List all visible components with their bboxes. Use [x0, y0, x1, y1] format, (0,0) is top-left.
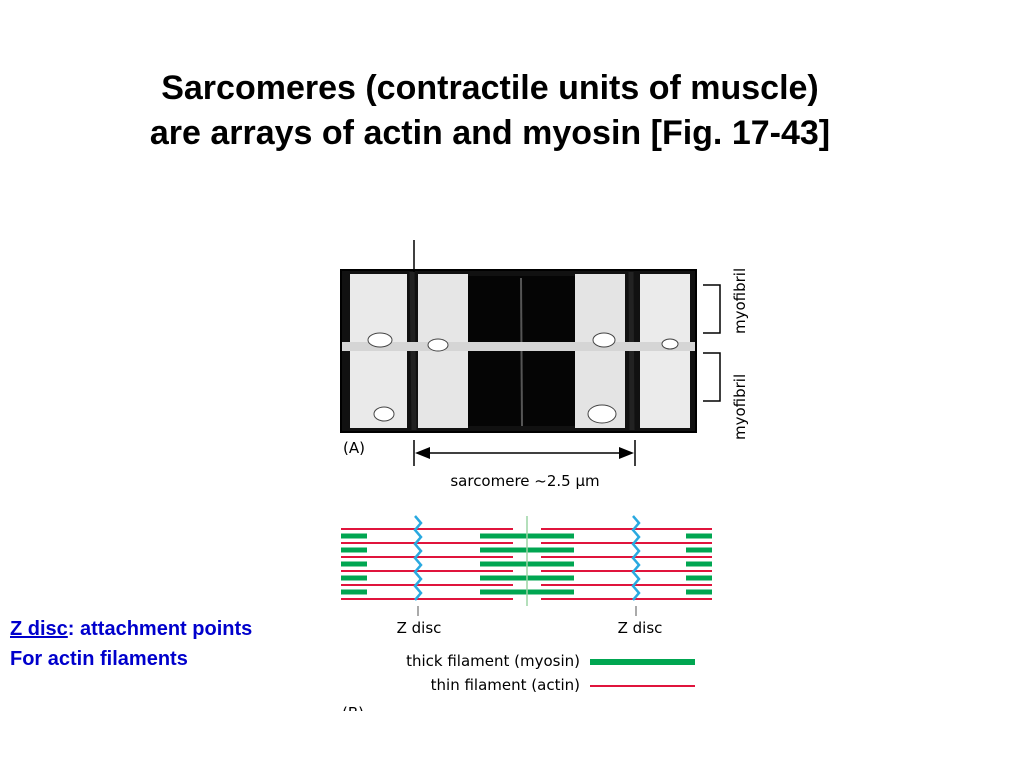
myofibril-label-lower: myofibril [731, 374, 749, 440]
slide-title: Sarcomeres (contractile units of muscle)… [0, 66, 980, 156]
title-line-2: are arrays of actin and myosin [Fig. 17-… [149, 114, 831, 152]
z-disc-label-right: Z disc [618, 619, 663, 637]
droplet [367, 332, 393, 348]
droplet [587, 404, 617, 424]
panel-a-label: (A) [343, 439, 365, 457]
title-line-1: Sarcomeres (contractile units of muscle) [161, 69, 819, 107]
z-disc-label-left: Z disc [397, 619, 442, 637]
note-line-1: Z disc: attachment points [10, 614, 252, 644]
filament-schematic [341, 515, 712, 616]
droplet [373, 406, 395, 422]
note-term: Z disc [10, 618, 68, 640]
myofibril-brackets [703, 284, 721, 402]
droplet [427, 338, 449, 352]
droplet [661, 338, 679, 350]
sarcomere-arrow [413, 440, 636, 466]
z-disc-right [631, 515, 641, 601]
note-line-2: For actin filaments [10, 648, 188, 670]
myofibril-gap [342, 342, 695, 351]
myofibril-label-upper: myofibril [731, 268, 749, 334]
droplet [592, 332, 616, 348]
m-line [520, 277, 523, 427]
crop-mask [330, 711, 410, 731]
z-disc-note: Z disc: attachment points For actin fila… [10, 614, 252, 674]
note-rest: : attachment points [67, 618, 253, 640]
micrograph-panel [340, 240, 697, 433]
sarcomere-label: sarcomere ~2.5 µm [450, 472, 599, 490]
legend-thick-label: thick filament (myosin) [406, 652, 580, 670]
legend-thin-label: thin filament (actin) [431, 676, 580, 694]
z-disc-left [413, 515, 423, 601]
